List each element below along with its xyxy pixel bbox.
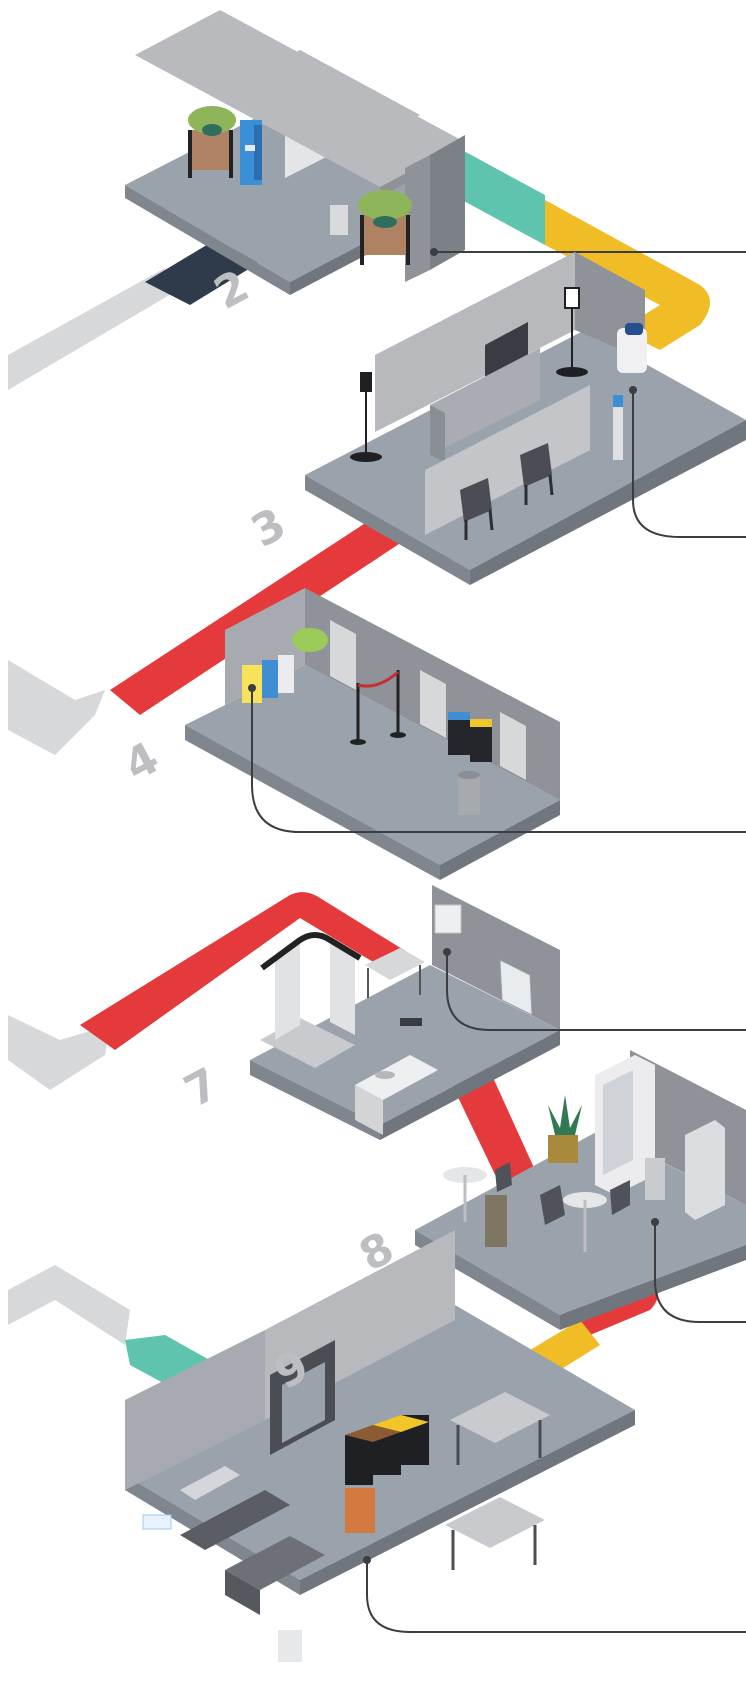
room-2: [125, 10, 746, 295]
planter-icon: [358, 190, 412, 265]
waste-bins-icon: [448, 712, 492, 762]
trash-bin-icon: [645, 1158, 665, 1200]
trash-bin-icon: [458, 771, 480, 815]
wall-cabinet-icon: [435, 905, 461, 933]
trash-bin-icon: [330, 205, 348, 235]
arrow-grey-2: [8, 268, 178, 390]
room-4: [185, 588, 746, 880]
scale-icon: [400, 1018, 422, 1026]
trash-bin-icon: [278, 1630, 302, 1662]
plant-icon: [548, 1095, 582, 1163]
leader-line: [367, 1560, 746, 1632]
step-number: 4: [116, 732, 167, 791]
step-number: 3: [243, 498, 294, 557]
cabinet-icon: [345, 1488, 375, 1533]
wall-heater-icon: [143, 1515, 171, 1529]
planter-icon: [188, 106, 236, 178]
plant-icon: [292, 628, 328, 652]
arrow-teal-2-3: [462, 150, 545, 245]
coffee-machine-icon: [685, 1120, 725, 1220]
trash-bin-icon: [485, 1195, 507, 1247]
arrow-grey-4: [8, 660, 105, 755]
water-dispenser-icon: [240, 120, 262, 185]
step-number: 7: [176, 1058, 227, 1117]
arrow-grey-9: [8, 1265, 130, 1345]
